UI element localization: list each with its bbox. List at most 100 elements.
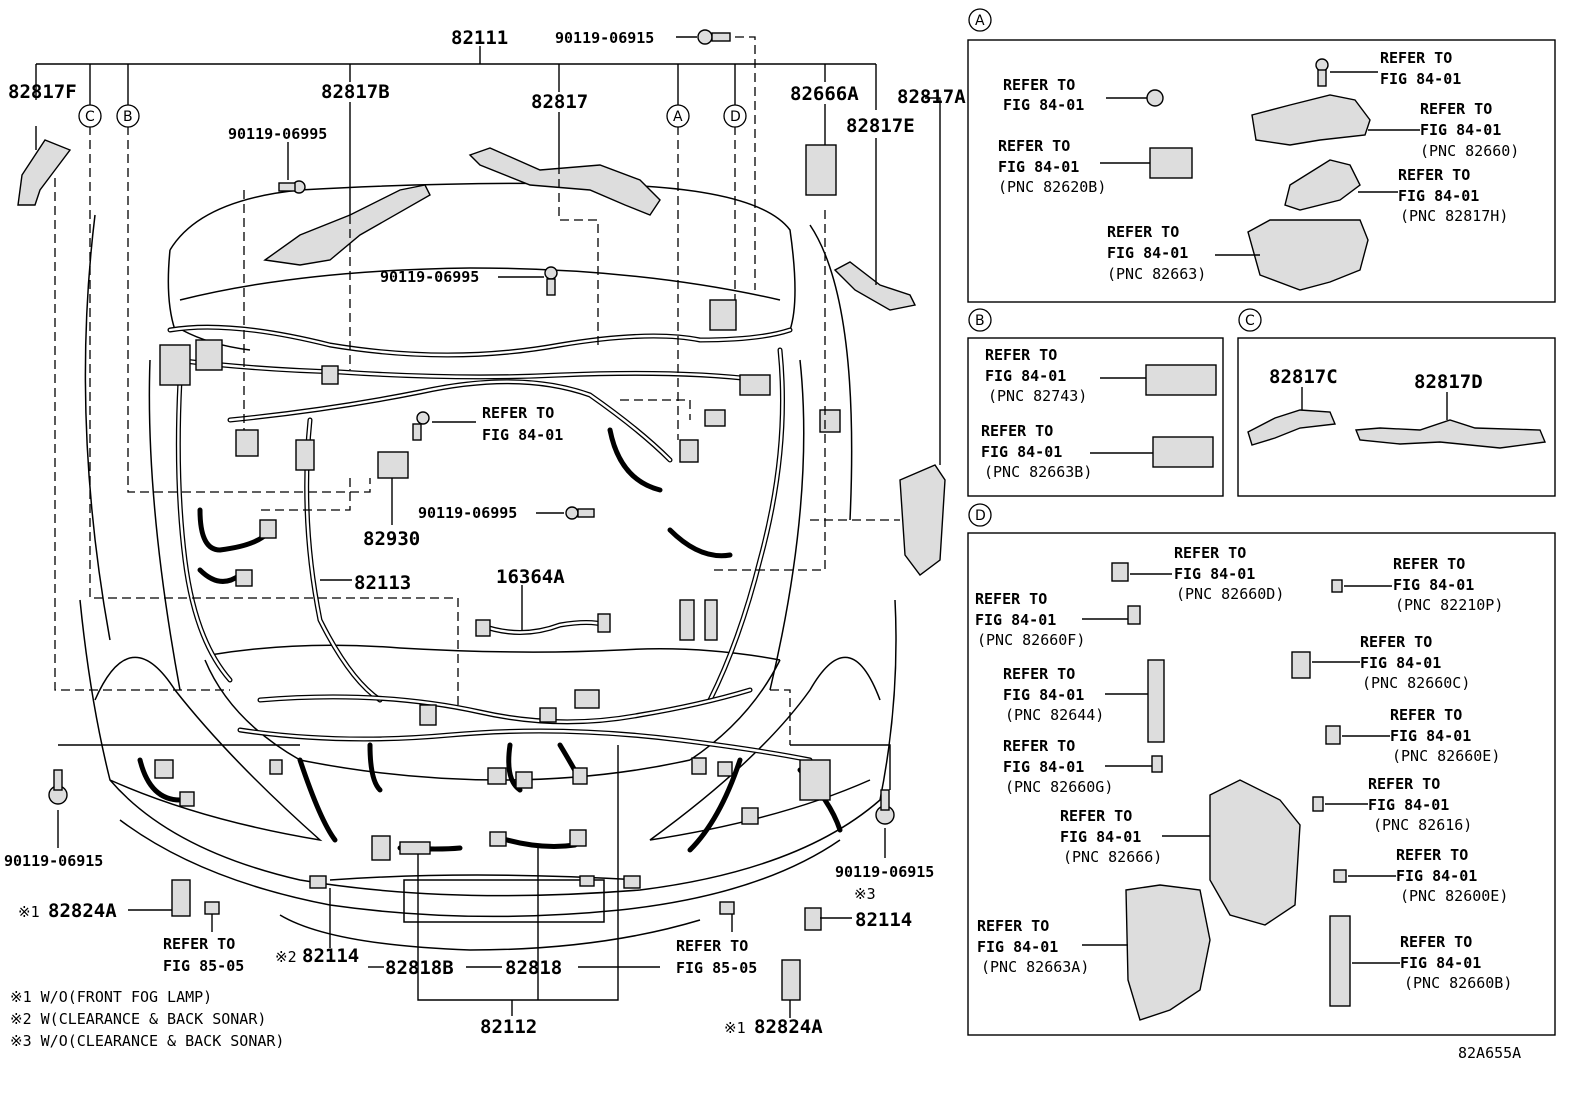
panel-d: D REFER TO FIG 84-01 (PNC 82660D) REFER …	[967, 503, 1556, 1036]
label-82818: 82818	[505, 957, 562, 979]
panel-b: B REFER TO FIG 84-01 (PNC 82743) REFER T…	[967, 308, 1224, 497]
mark-1-left: ※1	[18, 903, 40, 921]
refer-main-3: REFER TO	[676, 937, 748, 955]
panel-d-label: D	[975, 508, 986, 524]
label-82824A-right: 82824A	[754, 1016, 823, 1038]
panel-d-ref-8-l1: REFER TO	[1060, 807, 1132, 825]
panel-a-ref-0-l1: REFER TO	[1003, 76, 1075, 94]
footnote-3: ※3 W/O(CLEARANCE & BACK SONAR)	[10, 1032, 284, 1050]
callout-c: C	[85, 109, 95, 125]
panel-d-ref-1-pnc: (PNC 82210P)	[1395, 596, 1503, 614]
label-82112: 82112	[480, 1016, 537, 1038]
panel-d-ref-4-pnc: (PNC 82644)	[1005, 706, 1104, 724]
panel-d-ref-2-l1: REFER TO	[975, 590, 1047, 608]
panel-d-ref-8-l2: FIG 84-01	[1060, 828, 1141, 846]
label-82114-left: 82114	[302, 945, 359, 967]
mark-2: ※2	[275, 948, 297, 966]
panel-a-ref-2-l2: FIG 84-01	[1107, 244, 1188, 262]
panel-d-ref-3-l2: FIG 84-01	[1360, 654, 1441, 672]
label-90119-06995-a: 90119-06995	[228, 125, 327, 143]
panel-d-ref-1-l1: REFER TO	[1393, 555, 1465, 573]
label-90119-06915-r: 90119-06915	[835, 863, 934, 881]
label-82817F: 82817F	[8, 81, 77, 103]
callout-markers: C B A D	[78, 104, 747, 128]
panel-d-ref-6-pnc: (PNC 82660G)	[1005, 778, 1113, 796]
panel-d-ref-10-l2: FIG 84-01	[977, 938, 1058, 956]
panel-c-part-82817D: 82817D	[1414, 371, 1483, 393]
panel-d-ref-0-pnc: (PNC 82660D)	[1176, 585, 1284, 603]
panel-d-ref-0-l2: FIG 84-01	[1174, 565, 1255, 583]
panel-d-ref-5-l1: REFER TO	[1390, 706, 1462, 724]
panel-d-ref-11-pnc: (PNC 82660B)	[1404, 974, 1512, 992]
connectors	[17, 29, 946, 1001]
panel-a-ref-0-l2: FIG 84-01	[1003, 96, 1084, 114]
label-90119-06915-l: 90119-06915	[4, 852, 103, 870]
panel-b-ref-0-l1: REFER TO	[985, 346, 1057, 364]
refer-main-3b: FIG 85-05	[676, 959, 757, 977]
drawing-id: 82A655A	[1458, 1044, 1521, 1062]
label-82113: 82113	[354, 572, 411, 594]
panel-d-ref-1-l2: FIG 84-01	[1393, 576, 1474, 594]
panel-c: C 82817C 82817D	[1237, 308, 1556, 497]
footnotes: ※1 W/O(FRONT FOG LAMP) ※2 W(CLEARANCE & …	[10, 988, 284, 1050]
label-82817A: 82817A	[897, 86, 966, 108]
panel-a-label: A	[975, 13, 985, 29]
label-82817E: 82817E	[846, 115, 915, 137]
label-82817B: 82817B	[321, 81, 390, 103]
panel-a: A REFER TO FIG 84-01 REFER TO FIG 84-01 …	[967, 8, 1556, 303]
panel-b-ref-1-pnc: (PNC 82663B)	[984, 463, 1092, 481]
label-82111: 82111	[451, 27, 508, 49]
panel-a-ref-5-pnc: (PNC 82817H)	[1400, 207, 1508, 225]
panel-a-ref-3-l2: FIG 84-01	[1380, 70, 1461, 88]
panel-c-label: C	[1245, 313, 1255, 329]
panel-a-ref-5-l1: REFER TO	[1398, 166, 1470, 184]
label-82930: 82930	[363, 528, 420, 550]
panel-d-ref-7-l2: FIG 84-01	[1368, 796, 1449, 814]
panel-d-ref-6-l1: REFER TO	[1003, 737, 1075, 755]
panel-a-ref-1-l1: REFER TO	[998, 137, 1070, 155]
panel-a-ref-1-l2: FIG 84-01	[998, 158, 1079, 176]
panel-d-ref-10-l1: REFER TO	[977, 917, 1049, 935]
panel-a-ref-1-pnc: (PNC 82620B)	[998, 178, 1106, 196]
dashed-reference-lines	[54, 36, 900, 745]
panel-d-ref-9-l1: REFER TO	[1396, 846, 1468, 864]
panel-b-label: B	[975, 313, 985, 329]
panel-d-ref-4-l2: FIG 84-01	[1003, 686, 1084, 704]
panel-a-ref-2-l1: REFER TO	[1107, 223, 1179, 241]
refer-main-2b: FIG 85-05	[163, 957, 244, 975]
label-90119-06995-b: 90119-06995	[380, 268, 479, 286]
panel-a-ref-5-l2: FIG 84-01	[1398, 187, 1479, 205]
panel-d-ref-9-l2: FIG 84-01	[1396, 867, 1477, 885]
panel-b-ref-0-l2: FIG 84-01	[985, 367, 1066, 385]
panel-d-ref-5-l2: FIG 84-01	[1390, 727, 1471, 745]
panel-d-ref-6-l2: FIG 84-01	[1003, 758, 1084, 776]
footnote-2: ※2 W(CLEARANCE & BACK SONAR)	[10, 1010, 266, 1028]
label-82666A: 82666A	[790, 83, 859, 105]
mark-3: ※3	[854, 885, 876, 903]
panel-a-ref-3-l1: REFER TO	[1380, 49, 1452, 67]
panel-d-ref-11-l1: REFER TO	[1400, 933, 1472, 951]
label-16364A: 16364A	[496, 566, 565, 588]
panel-d-ref-7-l1: REFER TO	[1368, 775, 1440, 793]
refer-main-2: REFER TO	[163, 935, 235, 953]
refer-main-1b: FIG 84-01	[482, 426, 563, 444]
label-90119-06995-c: 90119-06995	[418, 504, 517, 522]
callout-a: A	[673, 109, 683, 125]
panel-d-ref-5-pnc: (PNC 82660E)	[1392, 747, 1500, 765]
panel-a-ref-4-l2: FIG 84-01	[1420, 121, 1501, 139]
label-90119-top: 90119-06915	[555, 29, 654, 47]
label-82114-right: 82114	[855, 909, 912, 931]
mark-1-right: ※1	[724, 1019, 746, 1037]
leader-lines	[35, 36, 941, 1018]
panel-a-ref-2-pnc: (PNC 82663)	[1107, 265, 1206, 283]
callout-d: D	[730, 109, 741, 125]
panel-d-ref-0-l1: REFER TO	[1174, 544, 1246, 562]
panel-d-ref-8-pnc: (PNC 82666)	[1063, 848, 1162, 866]
panel-d-ref-3-l1: REFER TO	[1360, 633, 1432, 651]
part-labels: 82111 90119-06915 82817F 82817B 82817 82…	[4, 27, 966, 1038]
panel-b-ref-1-l1: REFER TO	[981, 422, 1053, 440]
panel-d-ref-9-pnc: (PNC 82600E)	[1400, 887, 1508, 905]
refer-main-1: REFER TO	[482, 404, 554, 422]
label-82824A-left: 82824A	[48, 900, 117, 922]
